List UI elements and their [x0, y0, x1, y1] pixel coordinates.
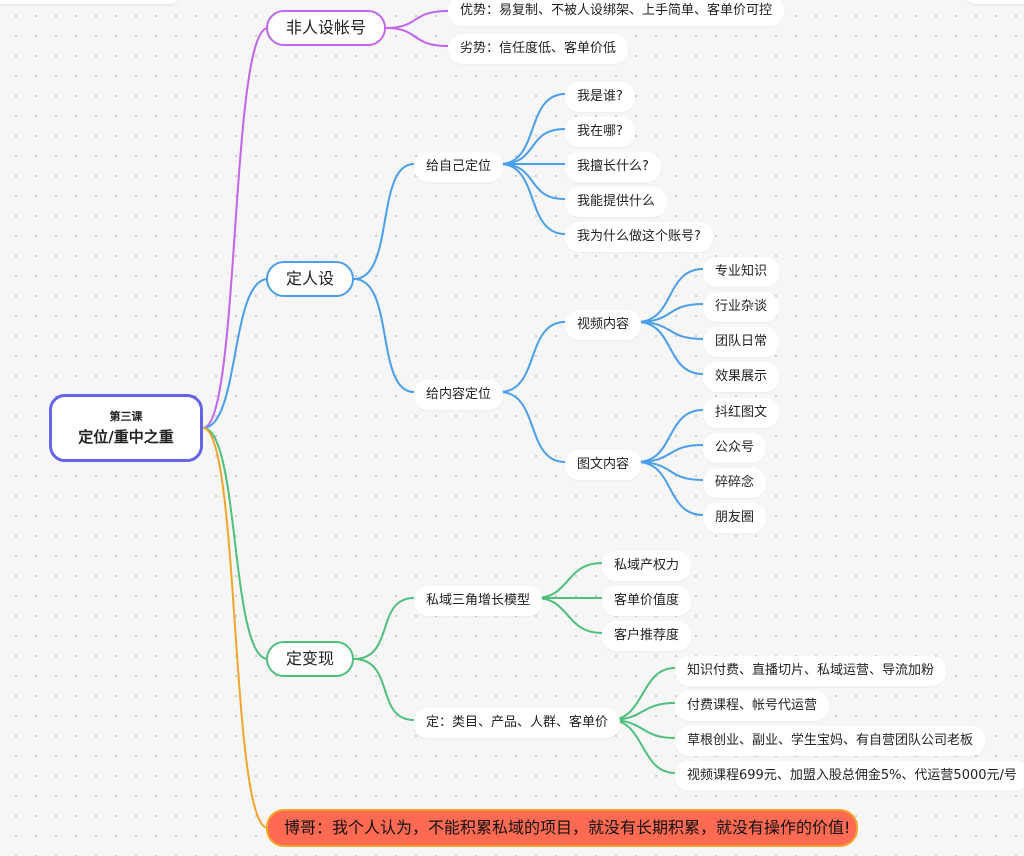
- link-np-1: [385, 10, 449, 29]
- root-title: 定位/重中之重: [78, 428, 174, 446]
- video-item-4[interactable]: 效果展示: [703, 362, 780, 392]
- graphic-item-1[interactable]: 抖红图文: [703, 398, 780, 428]
- self-item-2[interactable]: 我在哪?: [565, 117, 635, 147]
- link-p-content: [353, 278, 415, 393]
- topic-content-positioning[interactable]: 给内容定位: [414, 380, 504, 410]
- link-root-nonpersona: [202, 27, 269, 429]
- offscreen-card-left: [0, 0, 180, 4]
- video-item-2[interactable]: 行业杂谈: [703, 292, 780, 322]
- root-node[interactable]: 第三课 定位/重中之重: [49, 394, 203, 462]
- self-item-4[interactable]: 我能提供什么: [565, 187, 668, 217]
- topic-triangle-model[interactable]: 私域三角增长模型: [414, 586, 543, 616]
- link-root-note: [202, 427, 269, 829]
- graphic-item-4[interactable]: 朋友圈: [703, 503, 767, 533]
- link-graphic-3: [636, 461, 704, 481]
- link-content-graphic: [499, 391, 566, 463]
- link-tri-3: [535, 597, 603, 634]
- link-self-2: [499, 128, 566, 165]
- link-graphic-4: [636, 461, 704, 516]
- link-video-2: [636, 303, 704, 323]
- graphic-item-3[interactable]: 碎碎念: [703, 468, 767, 498]
- link-self-5: [499, 163, 566, 235]
- link-video-4: [636, 321, 704, 375]
- video-item-3[interactable]: 团队日常: [703, 327, 780, 357]
- link-np-2: [385, 27, 449, 47]
- link-self-4: [499, 163, 566, 200]
- topic-define[interactable]: 定：类目、产品、人群、客单价: [414, 708, 621, 738]
- branch-non-persona[interactable]: 非人设帐号: [266, 10, 386, 46]
- topic-self-positioning[interactable]: 给自己定位: [414, 152, 504, 182]
- link-root-persona: [202, 278, 269, 429]
- link-def-4: [609, 719, 676, 774]
- branch-persona[interactable]: 定人设: [266, 261, 354, 297]
- link-def-1: [609, 667, 676, 721]
- branch-monetize[interactable]: 定变现: [266, 641, 354, 677]
- triangle-item-2[interactable]: 客单价值度: [602, 586, 692, 616]
- link-content-video: [499, 321, 566, 393]
- link-graphic-1: [636, 409, 704, 463]
- link-p-self: [353, 163, 415, 280]
- triangle-item-1[interactable]: 私域产权力: [602, 551, 692, 581]
- link-graphic-2: [636, 444, 704, 463]
- define-item-1[interactable]: 知识付费、直播切片、私域运营、导流加粉: [675, 656, 947, 686]
- topic-graphic-content[interactable]: 图文内容: [565, 450, 642, 480]
- non-persona-advantage[interactable]: 优势：易复制、不被人设绑架、上手简单、客单价可控: [448, 0, 785, 26]
- link-tri-1: [535, 562, 603, 599]
- topic-video-content[interactable]: 视频内容: [565, 310, 642, 340]
- self-item-5[interactable]: 我为什么做这个账号?: [565, 222, 713, 252]
- link-m-define: [353, 658, 415, 721]
- define-item-2[interactable]: 付费课程、帐号代运营: [675, 691, 830, 721]
- link-video-1: [636, 268, 704, 323]
- video-item-1[interactable]: 专业知识: [703, 257, 780, 287]
- highlight-note[interactable]: 博哥：我个人认为，不能积累私域的项目，就没有长期积累，就没有操作的价值!: [266, 809, 858, 847]
- define-item-4[interactable]: 视频课程699元、加盟入股总佣金5%、代运营5000元/号: [675, 761, 1024, 791]
- non-persona-disadvantage[interactable]: 劣势：信任度低、客单价低: [448, 34, 629, 64]
- link-root-monetize: [202, 427, 269, 660]
- link-video-3: [636, 321, 704, 340]
- define-item-3[interactable]: 草根创业、副业、学生宝妈、有自营团队公司老板: [675, 726, 986, 756]
- offscreen-card-right: [966, 0, 1024, 4]
- link-m-triangle: [353, 597, 415, 660]
- link-self-1: [499, 93, 566, 165]
- self-item-1[interactable]: 我是谁?: [565, 82, 635, 112]
- root-subtitle: 第三课: [109, 410, 143, 423]
- graphic-item-2[interactable]: 公众号: [703, 433, 767, 463]
- self-item-3[interactable]: 我擅长什么?: [565, 152, 661, 182]
- triangle-item-3[interactable]: 客户推荐度: [602, 621, 692, 651]
